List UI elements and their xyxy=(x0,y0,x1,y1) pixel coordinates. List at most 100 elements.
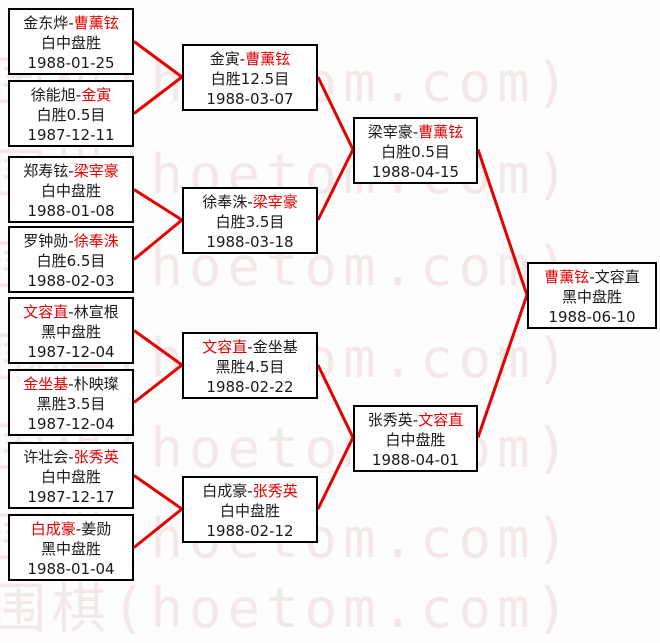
match-result: 白胜6.5目 xyxy=(36,252,106,270)
match-result: 白胜0.5目 xyxy=(36,106,106,124)
player-name: 罗钟勋- xyxy=(23,232,74,250)
match-date: 1987-12-17 xyxy=(27,488,115,506)
winner-name: 白成豪 xyxy=(30,520,76,538)
match-players: 金坐基-朴映璨 xyxy=(10,374,132,394)
match-sf-1: 梁宰豪-曹薰铉 白胜0.5目 1988-04-15 xyxy=(353,117,478,184)
match-result: 白胜12.5目 xyxy=(210,70,290,88)
match-date: 1988-06-10 xyxy=(548,308,636,326)
match-result: 黑中盘胜 xyxy=(40,540,101,558)
match-sf-2: 张秀英-文容直 白中盘胜 1988-04-01 xyxy=(353,405,478,472)
match-date: 1988-02-12 xyxy=(206,522,294,540)
winner-name: 张秀英 xyxy=(252,482,298,500)
player-name: -林宣根 xyxy=(68,303,119,321)
winner-name: 梁宰豪 xyxy=(252,193,298,211)
match-result: 黑中盘胜 xyxy=(40,323,101,341)
connector-line xyxy=(133,75,183,115)
player-name: -姜勋 xyxy=(75,520,112,538)
match-players: 张秀英-文容直 xyxy=(355,410,476,430)
match-result: 黑胜3.5目 xyxy=(36,395,106,413)
match-date: 1988-04-01 xyxy=(371,451,460,469)
match-date: 1988-01-04 xyxy=(27,560,115,578)
player-name: -朴映璨 xyxy=(68,375,119,393)
match-r1-7: 许壮会-张秀英 白中盘胜 1987-12-17 xyxy=(8,442,134,509)
match-date: 1988-04-15 xyxy=(371,163,460,181)
match-r1-3: 郑寿铉-梁宰豪 白中盘胜 1988-01-08 xyxy=(8,156,134,223)
player-name: 许壮会- xyxy=(23,448,74,466)
winner-name: 金坐基 xyxy=(23,375,69,393)
match-result: 白中盘胜 xyxy=(40,468,101,486)
match-result: 白中盘胜 xyxy=(40,34,101,52)
player-name: 白成豪- xyxy=(202,482,253,500)
winner-name: 徐奉洙 xyxy=(73,232,119,250)
player-name: 金寅- xyxy=(209,50,246,68)
match-result: 黑中盘胜 xyxy=(561,288,622,306)
match-final: 曹薰铉-文容直 黑中盘胜 1988-06-10 xyxy=(527,262,657,329)
match-players: 白成豪-张秀英 xyxy=(184,481,316,501)
connector-line xyxy=(316,436,355,510)
player-name: 张秀英- xyxy=(367,411,419,429)
winner-name: 文容直 xyxy=(418,411,464,429)
connector-line xyxy=(316,364,355,439)
winner-name: 梁宰豪 xyxy=(73,162,119,180)
player-name: 梁宰豪- xyxy=(367,123,419,141)
player-name: 徐能旭- xyxy=(30,86,82,104)
connector-line xyxy=(316,148,355,221)
player-name: -文容直 xyxy=(589,268,640,286)
bracket-connectors xyxy=(133,40,529,549)
player-name: 徐奉洙- xyxy=(202,193,253,211)
match-result: 白胜3.5目 xyxy=(215,213,285,231)
connector-line xyxy=(316,76,355,151)
match-r2-3: 文容直-金坐基 黑胜4.5目 1988-02-22 xyxy=(182,332,318,399)
connector-line xyxy=(476,294,529,438)
match-players: 金寅-曹薰铉 xyxy=(184,49,316,69)
match-players: 徐奉洙-梁宰豪 xyxy=(184,192,316,212)
match-date: 1988-03-18 xyxy=(206,233,294,251)
player-name: -金坐基 xyxy=(247,338,298,356)
winner-name: 文容直 xyxy=(202,338,248,356)
match-players: 郑寿铉-梁宰豪 xyxy=(10,161,132,181)
winner-name: 曹薰铉 xyxy=(418,123,464,141)
match-result: 白中盘胜 xyxy=(385,431,446,449)
player-name: 金东烨- xyxy=(23,14,74,32)
match-players: 梁宰豪-曹薰铉 xyxy=(355,122,476,142)
match-date: 1988-01-08 xyxy=(27,202,115,220)
match-r2-2: 徐奉洙-梁宰豪 白胜3.5目 1988-03-18 xyxy=(182,187,318,254)
connector-line xyxy=(476,149,529,296)
winner-name: 曹薰铉 xyxy=(544,268,590,286)
match-result: 白中盘胜 xyxy=(40,182,101,200)
winner-name: 曹薰铉 xyxy=(73,14,119,32)
match-r1-5: 文容直-林宣根 黑中盘胜 1987-12-04 xyxy=(8,297,134,364)
match-players: 文容直-金坐基 xyxy=(184,337,316,357)
match-date: 1988-01-25 xyxy=(27,54,115,72)
connector-line xyxy=(133,507,183,549)
match-date: 1988-03-07 xyxy=(206,90,294,108)
match-date: 1987-12-04 xyxy=(27,343,115,361)
match-players: 许壮会-张秀英 xyxy=(10,447,132,467)
match-players: 徐能旭-金寅 xyxy=(10,85,132,105)
match-date: 1988-02-22 xyxy=(206,378,294,396)
winner-name: 文容直 xyxy=(23,303,69,321)
connector-line xyxy=(133,40,183,79)
match-r1-6: 金坐基-朴映璨 黑胜3.5目 1987-12-04 xyxy=(8,369,134,436)
match-players: 罗钟勋-徐奉洙 xyxy=(10,231,132,251)
match-players: 曹薰铉-文容直 xyxy=(529,267,655,287)
connector-line xyxy=(133,363,183,404)
match-result: 白中盘胜 xyxy=(219,502,280,520)
match-r1-4: 罗钟勋-徐奉洙 白胜6.5目 1988-02-03 xyxy=(8,226,134,293)
winner-name: 金寅 xyxy=(81,86,112,104)
match-r1-1: 金东烨-曹薰铉 白中盘胜 1988-01-25 xyxy=(8,8,134,75)
match-players: 金东烨-曹薰铉 xyxy=(10,13,132,33)
match-result: 白胜0.5目 xyxy=(381,143,450,161)
connector-line xyxy=(133,218,183,261)
match-date: 1987-12-04 xyxy=(27,415,115,433)
match-r2-1: 金寅-曹薰铉 白胜12.5目 1988-03-07 xyxy=(182,44,318,111)
match-r2-4: 白成豪-张秀英 白中盘胜 1988-02-12 xyxy=(182,476,318,543)
match-r1-8: 白成豪-姜勋 黑中盘胜 1988-01-04 xyxy=(8,514,134,581)
match-date: 1988-02-03 xyxy=(27,272,115,290)
match-date: 1987-12-11 xyxy=(27,126,115,144)
connector-line xyxy=(133,329,183,367)
connector-line xyxy=(133,188,183,222)
match-result: 黑胜4.5目 xyxy=(215,358,285,376)
connector-line xyxy=(133,474,183,511)
player-name: 郑寿铉- xyxy=(23,162,74,180)
